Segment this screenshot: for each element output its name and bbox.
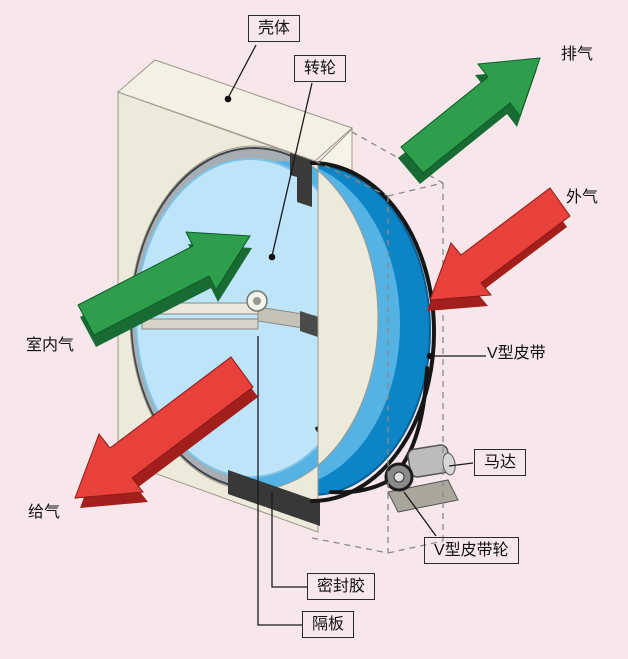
label-exhaust-air: 排气 — [561, 46, 594, 63]
airflow-arrows — [74, 57, 571, 508]
casing-dot — [224, 95, 232, 103]
indoor-air-arrow — [77, 231, 252, 347]
rotor-leader-line — [271, 82, 313, 257]
motor-bracket — [387, 479, 459, 513]
motor-end-cap — [442, 452, 456, 476]
supply-air-arrow — [74, 356, 258, 508]
exhaust-air-arrow — [398, 57, 541, 184]
label-indoor-air: 室内气 — [26, 337, 75, 354]
label-partition: 隔板 — [302, 611, 355, 639]
belt-pulley-hub — [393, 471, 405, 483]
label-motor: 马达 — [474, 449, 527, 477]
rotor-hub — [246, 290, 268, 312]
housing-bottom-shadow — [228, 470, 320, 526]
leader-dots — [224, 95, 434, 360]
housing-top-notch — [290, 151, 312, 207]
motor-assembly — [384, 444, 459, 513]
label-v-belt: V型皮带 — [487, 345, 546, 362]
housing-top-face — [117, 59, 353, 162]
leader-lines — [227, 44, 486, 626]
motor-leader-line — [448, 462, 474, 467]
rotor-dot — [268, 253, 276, 261]
outside-air-arrow — [427, 187, 571, 311]
label-outside-air: 外气 — [566, 189, 599, 206]
casing-leader-line — [227, 44, 257, 99]
label-supply-air: 给气 — [28, 504, 61, 521]
partition-leader-line — [257, 336, 302, 626]
v-belt-dot — [426, 352, 434, 360]
label-sealant: 密封胶 — [307, 573, 376, 601]
pulley-leader-line — [403, 491, 437, 537]
label-rotor: 转轮 — [294, 55, 347, 83]
dashed-enclosure-outline — [311, 131, 444, 554]
label-casing: 壳体 — [248, 15, 301, 43]
sealant-leader-line — [271, 492, 307, 588]
drive-belt — [310, 161, 436, 503]
label-v-belt-pulley: V型皮带轮 — [424, 537, 519, 565]
